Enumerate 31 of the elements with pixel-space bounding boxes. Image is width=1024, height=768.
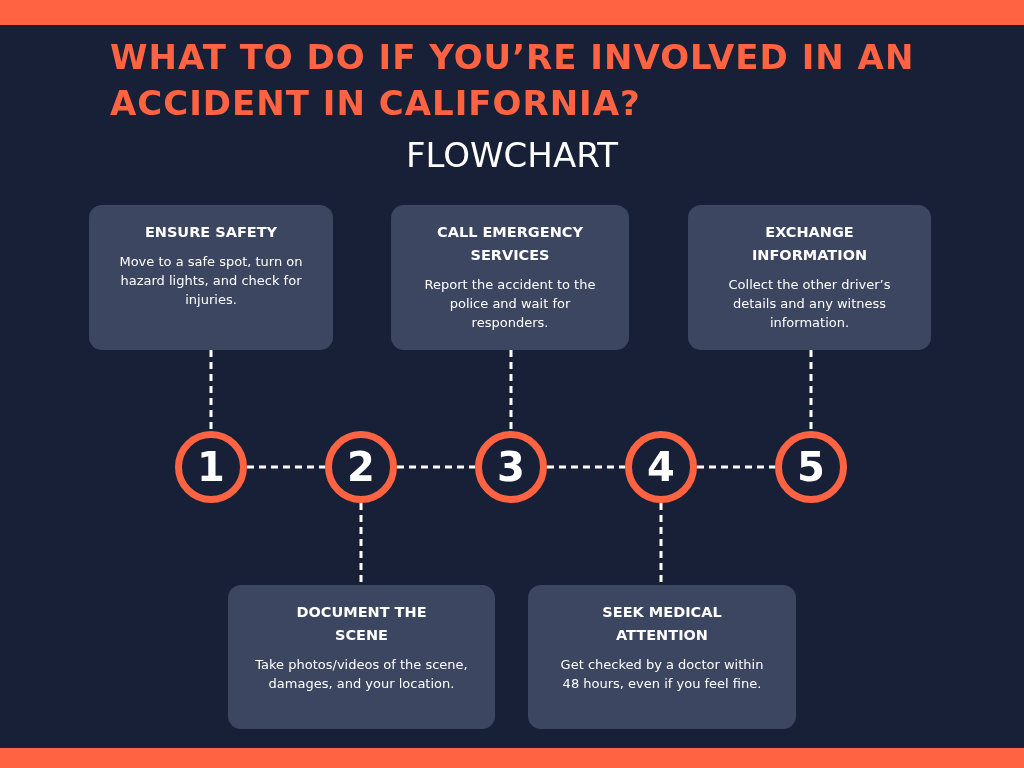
step-number: 2	[347, 444, 375, 490]
dashed-connector	[247, 465, 325, 469]
step-description: Report the accident to the police and wait for responders.	[423, 276, 597, 332]
step-heading: ENSURE SAFETY	[143, 223, 279, 242]
step-number: 4	[647, 444, 675, 490]
step-card	[89, 205, 333, 350]
dashed-connector	[359, 503, 363, 585]
title: WHAT TO DO IF YOU’RE INVOLVED IN AN ACCIDENT IN CALIFORNIA?	[109, 36, 916, 125]
dashed-connector	[209, 350, 213, 431]
step-description: Move to a safe spot, turn on hazard lights, and check for injuries.	[118, 253, 304, 309]
dashed-connector	[547, 465, 625, 469]
step-card	[688, 205, 931, 350]
step-heading: EXCHANGE INFORMATION	[750, 223, 869, 265]
step-number: 5	[797, 444, 825, 490]
step-heading: DOCUMENT THE SCENE	[295, 603, 428, 645]
step-description: Get checked by a doctor within 48 hours, even if you feel fine.	[559, 656, 765, 693]
dashed-connector	[509, 350, 513, 431]
step-heading: CALL EMERGENCY SERVICES	[436, 223, 584, 265]
step-number: 3	[497, 444, 525, 490]
step-description: Collect the other driver’s details and any witness information.	[727, 276, 892, 332]
step-card	[391, 205, 629, 350]
step-card	[228, 585, 495, 729]
step-card	[528, 585, 796, 729]
dashed-connector	[697, 465, 775, 469]
step-number: 1	[197, 444, 225, 490]
step-description: Take photos/videos of the scene, damages, and your location.	[254, 656, 469, 693]
dashed-connector	[659, 503, 663, 585]
dashed-connector	[397, 465, 475, 469]
dashed-connector	[809, 350, 813, 431]
step-heading: SEEK MEDICAL ATTENTION	[601, 603, 723, 645]
subtitle: FLOWCHART	[404, 135, 620, 175]
